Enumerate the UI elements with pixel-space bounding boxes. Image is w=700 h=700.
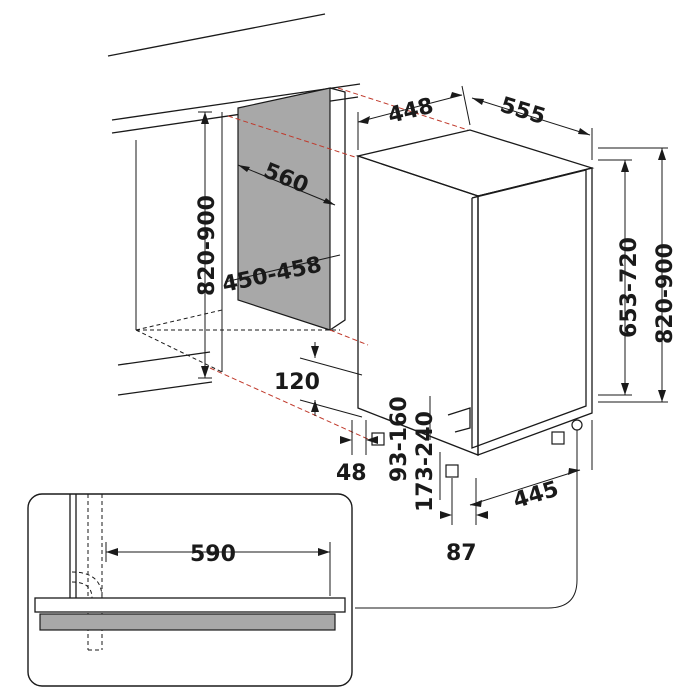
dishwasher-top bbox=[355, 129, 595, 197]
door-panel bbox=[471, 169, 587, 449]
dimension-lines bbox=[198, 85, 668, 525]
detail-worktop bbox=[34, 597, 346, 613]
dim-label-448: 448 bbox=[386, 94, 437, 129]
rear-panel bbox=[237, 87, 331, 331]
dim-label-48: 48 bbox=[336, 461, 367, 486]
adjustment-screw bbox=[571, 419, 583, 431]
arrowheads bbox=[106, 92, 666, 556]
dim-label-120: 120 bbox=[274, 370, 320, 395]
dim-label-445: 445 bbox=[510, 477, 561, 514]
dishwasher bbox=[355, 129, 595, 478]
dim-label-87: 87 bbox=[446, 541, 477, 566]
niche-outline bbox=[107, 13, 361, 396]
foot-front-left bbox=[445, 464, 459, 478]
detail-inset bbox=[27, 493, 353, 687]
toe-kick bbox=[447, 407, 471, 433]
foot-front-right bbox=[551, 431, 565, 445]
door-inner-edge bbox=[471, 195, 479, 199]
dim-label-173-240: 173-240 bbox=[413, 411, 438, 512]
dim-label-93-160: 93-160 bbox=[387, 396, 412, 482]
hidden-edges bbox=[209, 87, 469, 441]
dim-label-653-720: 653-720 bbox=[617, 237, 642, 338]
dishwasher-front bbox=[477, 167, 593, 456]
dim-label-555: 555 bbox=[497, 93, 548, 130]
detail-door-panel bbox=[39, 613, 336, 631]
dim-label-820-900-left: 820-900 bbox=[195, 195, 220, 296]
dishwasher-side bbox=[357, 155, 479, 456]
dim-label-590: 590 bbox=[190, 542, 236, 567]
side-panel-edge bbox=[329, 87, 346, 331]
detail-frame bbox=[27, 493, 353, 687]
detail-callout-line bbox=[355, 430, 578, 609]
dim-label-820-900-right: 820-900 bbox=[653, 243, 678, 344]
